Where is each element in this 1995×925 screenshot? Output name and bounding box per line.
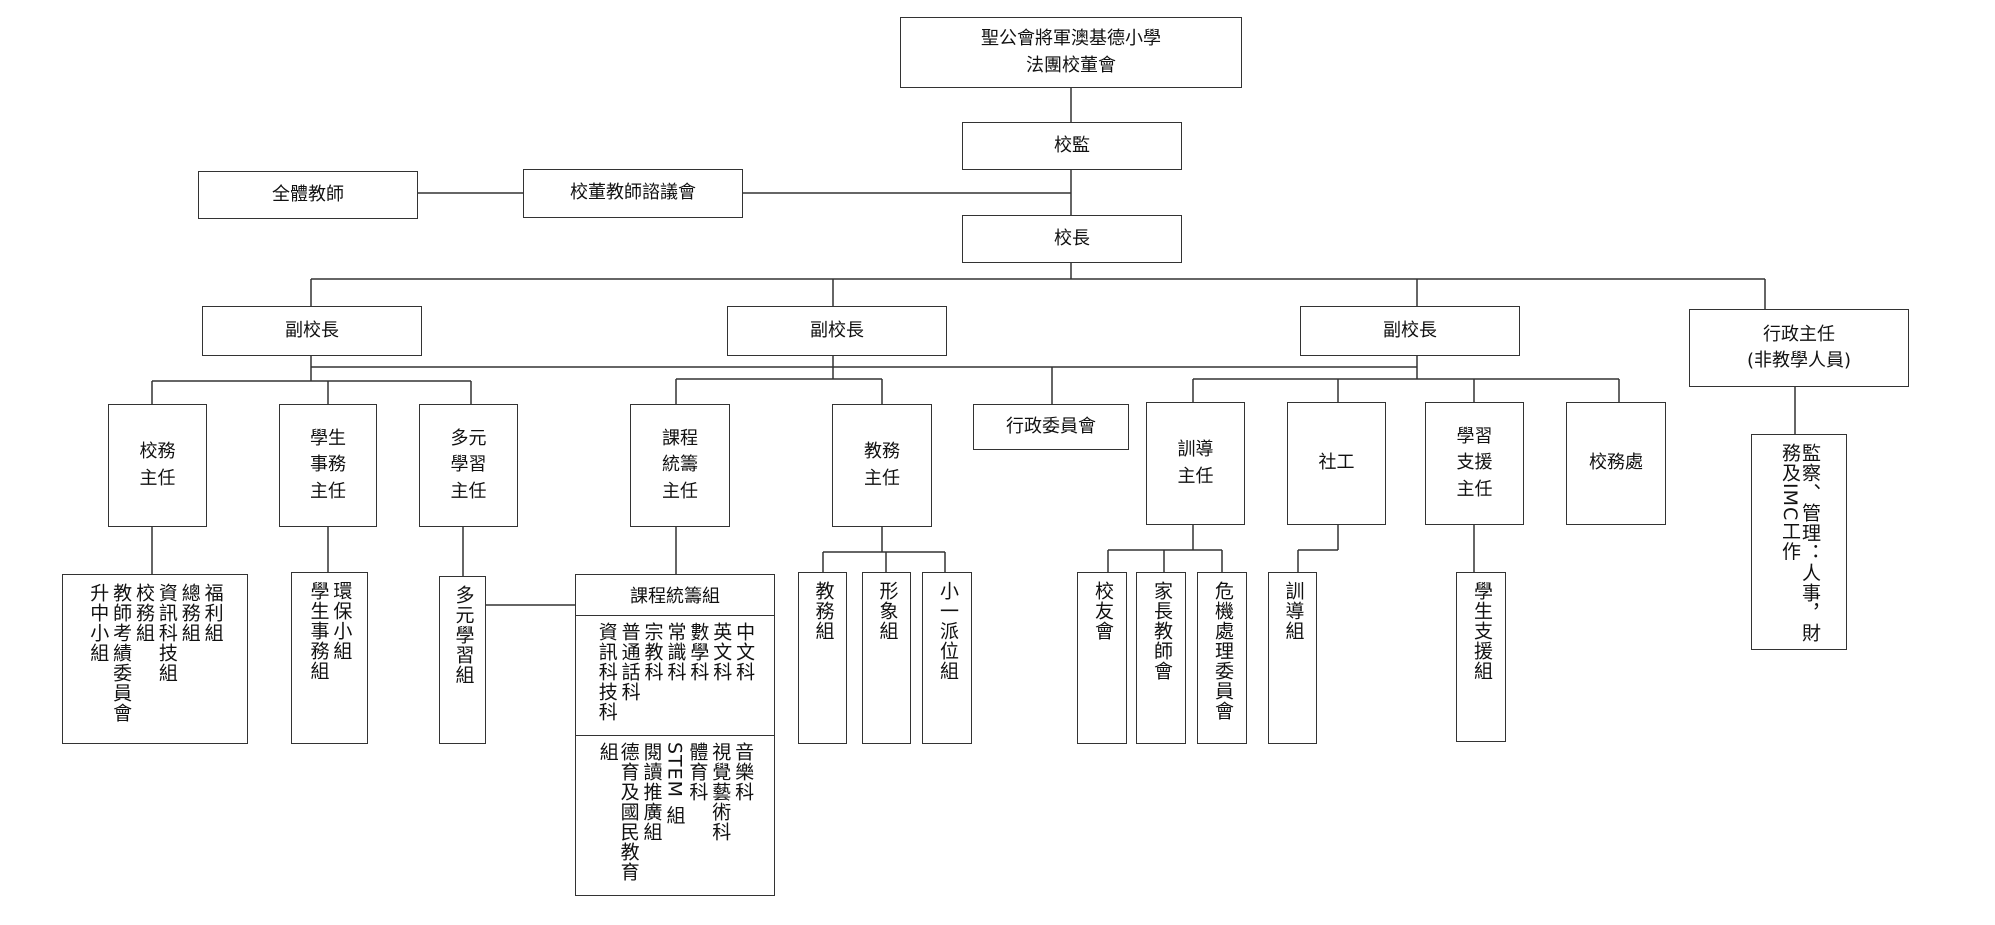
all-teachers-box: 全體教師 xyxy=(198,171,418,219)
admin-head-note: (非教學人員) xyxy=(1746,350,1852,371)
student-support-group-label: 學生支援組 xyxy=(1470,581,1493,681)
group-general-affairs: 總務組 xyxy=(178,583,201,643)
pta-group-box: 家長教師會 xyxy=(1136,572,1186,744)
core-subjects-list: 中文科 英文科 數學科 常識科 宗教科 普通話科 資訊科技科 xyxy=(576,616,774,736)
school-board-name: 聖公會將軍澳基德小學 xyxy=(981,28,1161,50)
school-affairs-head-box: 校務主任 xyxy=(108,404,207,527)
image-group-label: 形象組 xyxy=(876,581,899,641)
academic-head-box: 教務主任 xyxy=(832,404,932,527)
admin-head-box: 行政主任 (非教學人員) xyxy=(1689,309,1909,387)
school-affairs-groups-box: 福利組 總務組 資訊科技組 校務組 教師考績委員會 升中小組 xyxy=(62,574,248,744)
academic-group-label: 教務組 xyxy=(812,581,835,641)
supervisor-box: 校監 xyxy=(962,122,1182,170)
subject-visual-arts: 視覺藝術科 xyxy=(709,742,732,842)
pta-group-label: 家長教師會 xyxy=(1150,581,1173,681)
general-office-box: 校務處 xyxy=(1566,402,1666,525)
teacher-council-box: 校董教師諮議會 xyxy=(523,169,743,218)
subject-english: 英文科 xyxy=(710,622,733,682)
principal-box: 校長 xyxy=(962,215,1182,263)
alumni-group-box: 校友會 xyxy=(1077,572,1127,744)
subject-general-studies: 常識科 xyxy=(664,622,687,682)
discipline-group-label: 訓導組 xyxy=(1282,581,1305,641)
crisis-committee-label: 危機處理委員會 xyxy=(1211,581,1234,721)
group-moral-national: 德育及國民教育組 xyxy=(596,742,640,882)
diverse-learning-group-label: 多元學習組 xyxy=(452,585,475,685)
guidance-head-label: 訓導主任 xyxy=(1177,439,1214,487)
group-it: 資訊科技組 xyxy=(155,583,178,683)
school-affairs-head-label: 校務主任 xyxy=(139,441,176,489)
p1-allocation-group-box: 小一派位組 xyxy=(922,572,972,744)
school-board-type: 法團校董會 xyxy=(1026,54,1116,76)
learning-support-head-label: 學習支援主任 xyxy=(1456,426,1493,500)
student-affairs-head-box: 學生事務主任 xyxy=(279,404,377,527)
academic-head-label: 教務主任 xyxy=(864,441,900,489)
group-school-affairs: 校務組 xyxy=(133,583,155,643)
group-welfare: 福利組 xyxy=(201,583,224,643)
diverse-learning-group-box: 多元學習組 xyxy=(439,576,486,744)
crisis-committee-box: 危機處理委員會 xyxy=(1197,572,1247,744)
group-secondary-placement: 升中小組 xyxy=(87,583,110,663)
p1-allocation-group-label: 小一派位組 xyxy=(936,581,959,681)
group-teacher-appraisal: 教師考績委員會 xyxy=(110,583,133,723)
discipline-group-box: 訓導組 xyxy=(1268,572,1317,744)
other-subjects-list: 音樂科 視覺藝術科 體育科 STEM 組 閱讀推廣組 德育及國民教育組 xyxy=(576,736,774,894)
admin-committee-box: 行政委員會 xyxy=(973,404,1129,450)
admin-head-title: 行政主任 xyxy=(1763,323,1835,345)
learning-support-head-box: 學習支援主任 xyxy=(1425,402,1524,525)
school-board-box: 聖公會將軍澳基德小學 法團校董會 xyxy=(900,17,1242,88)
guidance-head-box: 訓導主任 xyxy=(1146,402,1245,525)
subject-maths: 數學科 xyxy=(687,622,710,682)
student-support-group-box: 學生支援組 xyxy=(1456,572,1506,742)
vice-principal-2-box: 副校長 xyxy=(727,306,947,356)
alumni-group-label: 校友會 xyxy=(1091,581,1114,641)
subject-putonghua: 普通話科 xyxy=(618,622,641,702)
curriculum-group-box: 課程統籌組 中文科 英文科 數學科 常識科 宗教科 普通話科 資訊科技科 音樂科… xyxy=(575,574,775,896)
curriculum-head-box: 課程統籌主任 xyxy=(630,404,730,527)
admin-duties-box: 監察、管理：人事，財務及IMC工作 xyxy=(1751,434,1847,650)
student-affairs-groups-box: 環保小組 學生事務組 xyxy=(291,572,368,744)
curriculum-group-title: 課程統籌組 xyxy=(576,575,774,616)
subject-religion: 宗教科 xyxy=(641,622,664,682)
subject-pe: 體育科 xyxy=(686,742,709,802)
vice-principal-1-box: 副校長 xyxy=(202,306,422,356)
subject-chinese: 中文科 xyxy=(733,622,756,682)
curriculum-head-label: 課程統籌主任 xyxy=(662,428,698,502)
diverse-learning-head-label: 多元學習主任 xyxy=(450,428,487,502)
group-student-affairs: 學生事務組 xyxy=(307,581,330,681)
admin-duties-text: 監察、管理：人事，財務及IMC工作 xyxy=(1779,443,1821,643)
academic-group-box: 教務組 xyxy=(798,572,847,744)
subject-ict: 資訊科技科 xyxy=(595,622,618,722)
student-affairs-head-label: 學生事務主任 xyxy=(310,428,346,502)
group-reading: 閱讀推廣組 xyxy=(640,742,663,842)
social-work-box: 社工 xyxy=(1287,402,1386,525)
subject-music: 音樂科 xyxy=(732,742,755,802)
image-group-box: 形象組 xyxy=(862,572,911,744)
group-environment: 環保小組 xyxy=(330,581,353,661)
group-stem: STEM 組 xyxy=(663,742,686,826)
diverse-learning-head-box: 多元學習主任 xyxy=(419,404,518,527)
vice-principal-3-box: 副校長 xyxy=(1300,306,1520,356)
